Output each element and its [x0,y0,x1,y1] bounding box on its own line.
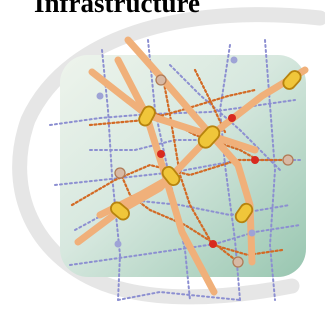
network-node-icon [232,256,244,268]
junction-capsule-icon [282,70,302,90]
junction-capsule-icon [110,201,130,221]
junctions [110,70,302,224]
junction-capsule-icon [197,125,221,149]
network-node-icon [248,229,256,237]
network-node-icon [230,56,238,64]
network-node-icon [209,240,217,248]
network-node-icon [114,167,126,179]
network-node-icon [157,150,165,158]
junction-capsule-icon [138,105,156,127]
network-node-icon [114,240,122,248]
network-node-icon [282,154,294,166]
network-node-icon [228,114,236,122]
network-nodes [96,56,294,268]
background-arc [12,7,325,305]
network-node-icon [251,156,259,164]
junction-capsule-icon [161,165,181,187]
page-title: Infrastructure [34,0,200,18]
secondary-roads [70,68,294,264]
network-node-icon [96,92,104,100]
junction-capsule-icon [234,202,254,224]
network-node-icon [155,74,167,86]
